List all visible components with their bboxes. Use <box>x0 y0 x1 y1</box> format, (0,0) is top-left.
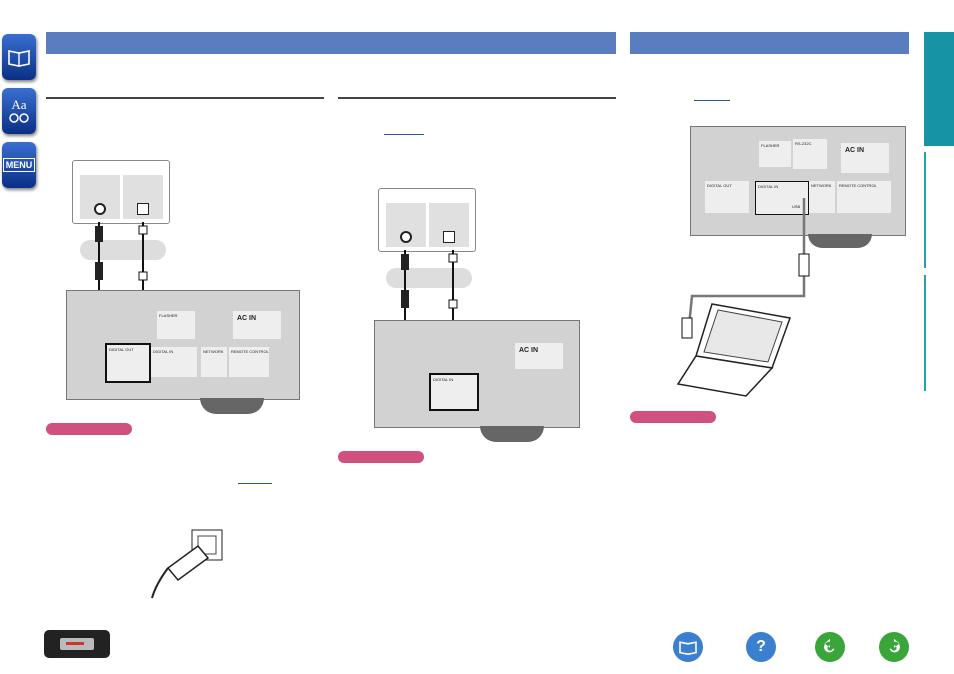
book-icon <box>679 641 697 655</box>
contents-button[interactable] <box>2 34 36 80</box>
laptop-icon <box>676 303 792 397</box>
external-device-1 <box>72 160 170 224</box>
help-nav-button[interactable]: ? <box>746 632 776 662</box>
page-link-3[interactable] <box>238 483 272 484</box>
usb-cable <box>681 198 810 339</box>
page-link-2[interactable] <box>694 100 730 101</box>
menu-button[interactable]: MENU <box>2 142 36 188</box>
coaxial-jack <box>94 203 106 215</box>
contents-nav-button[interactable] <box>673 632 703 662</box>
section-bar-right <box>630 32 909 54</box>
device-foot-2 <box>480 426 544 442</box>
optical-jack <box>137 203 149 215</box>
digital-in-terminal: DIGITAL IN <box>429 373 479 411</box>
tab-3[interactable] <box>924 275 954 391</box>
device-foot-1 <box>200 398 264 414</box>
glossary-button[interactable]: Aa <box>2 88 36 134</box>
search-icon <box>9 113 29 123</box>
caution-label-3 <box>630 411 716 423</box>
cable-label-2 <box>386 268 472 288</box>
external-device-2 <box>378 188 476 252</box>
back-icon <box>824 638 835 653</box>
caution-label-2 <box>338 451 424 463</box>
device-foot-3 <box>808 234 872 248</box>
rear-panel-2: DIGITAL IN AC IN <box>374 320 580 428</box>
page-link-1[interactable] <box>384 134 424 135</box>
rear-panel-1: DIGITAL OUT FLASHER AC IN DIGITAL IN NET… <box>66 290 300 400</box>
product-thumbnail[interactable] <box>44 630 110 658</box>
caution-label-1 <box>46 423 132 435</box>
book-icon <box>8 50 30 67</box>
subsection-rule-2 <box>338 97 616 99</box>
power-plug-icon <box>151 529 223 599</box>
back-nav-button[interactable] <box>815 632 845 662</box>
tab-2[interactable] <box>924 152 954 268</box>
usb-terminal: DIGITAL IN USB <box>755 181 809 215</box>
forward-icon <box>889 638 900 653</box>
glossary-icon: Aa <box>11 97 27 112</box>
rear-panel-3: FLASHER RS-232C AC IN DIGITAL OUT DIGITA… <box>690 126 906 236</box>
help-icon: ? <box>756 638 766 655</box>
digital-out-terminal: DIGITAL OUT <box>105 343 151 383</box>
menu-icon: MENU <box>2 158 36 172</box>
ac-in-socket: AC IN <box>233 311 281 339</box>
subsection-rule-1 <box>46 97 324 99</box>
forward-nav-button[interactable] <box>879 632 909 662</box>
tab-active[interactable] <box>924 32 954 146</box>
section-bar-left <box>46 32 616 54</box>
cable-label-1 <box>80 240 166 260</box>
